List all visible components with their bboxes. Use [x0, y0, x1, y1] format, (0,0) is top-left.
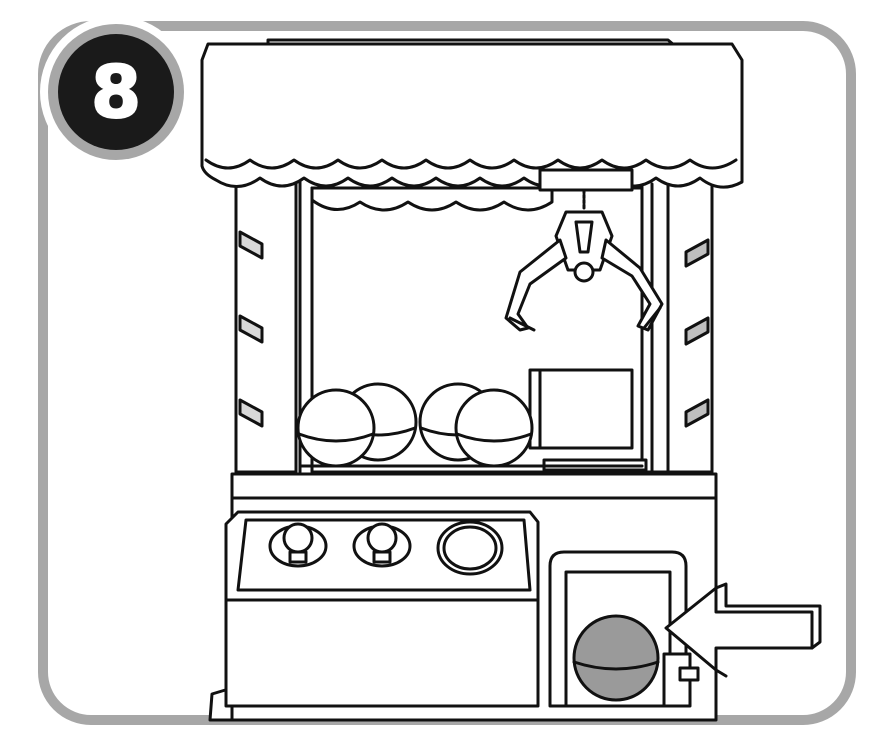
- canopy: [200, 42, 744, 189]
- round-button-icon: [436, 520, 504, 576]
- vent-left-2: [238, 314, 264, 344]
- vent-right-1: [684, 238, 710, 268]
- capsule-ball-icon: [296, 388, 376, 468]
- front-lower-panel: [224, 598, 540, 708]
- cabinet-ledge: [230, 472, 718, 500]
- claw-machine-icon: [200, 38, 822, 722]
- vent-left-1: [238, 230, 264, 260]
- step-number: 8: [91, 50, 141, 134]
- prize-chute-wall: [528, 368, 634, 450]
- capsule-ball-icon: [572, 614, 660, 702]
- capsule-ball-icon: [454, 388, 534, 468]
- vent-right-2: [684, 316, 710, 346]
- canopy-scallop-line: [204, 158, 738, 170]
- joystick-icon: [268, 522, 328, 568]
- vent-left-3: [238, 398, 264, 428]
- vent-right-3: [684, 398, 710, 428]
- joystick-icon: [352, 522, 412, 568]
- claw-rail: [538, 168, 634, 192]
- curtain-scallop: [310, 186, 554, 212]
- step-badge: 8: [40, 16, 192, 168]
- claw-icon: [504, 210, 664, 332]
- arrow-left-icon: [664, 586, 814, 672]
